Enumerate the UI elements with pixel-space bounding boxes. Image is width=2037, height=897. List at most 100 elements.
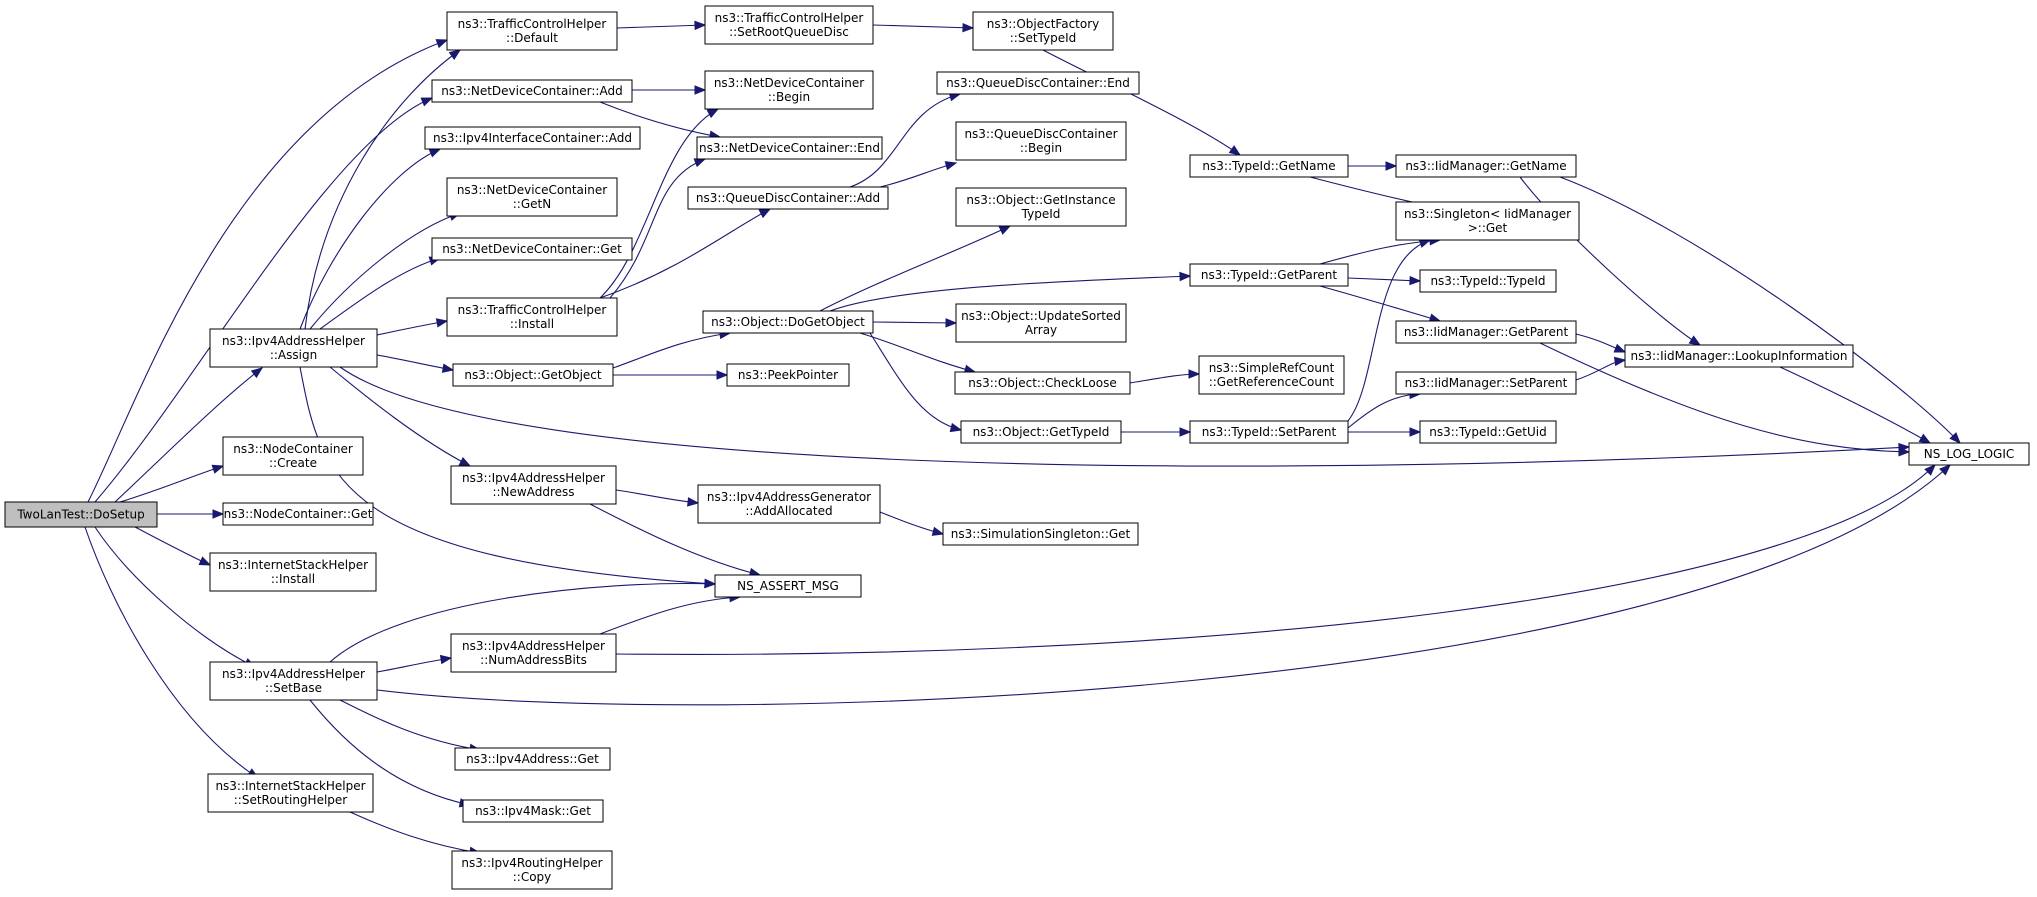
node-box[interactable] <box>1395 371 1577 395</box>
node-box[interactable] <box>1419 420 1557 444</box>
node-box[interactable] <box>1395 320 1577 344</box>
node-box[interactable] <box>1395 154 1577 178</box>
node-box[interactable] <box>222 502 374 526</box>
node-ndc_get[interactable]: ns3::NetDeviceContainer::Get <box>431 237 633 261</box>
node-box[interactable] <box>955 187 1127 227</box>
node-tch_default[interactable]: ns3::TrafficControlHelper::Default <box>446 11 618 51</box>
node-box[interactable] <box>454 747 611 771</box>
node-qdc_add[interactable]: ns3::QueueDiscContainer::Add <box>687 186 889 210</box>
node-typeid_getname[interactable]: ns3::TypeId::GetName <box>1189 154 1349 178</box>
node-ndc_getn[interactable]: ns3::NetDeviceContainer::GetN <box>446 177 618 217</box>
node-ish_setroutinghelper[interactable]: ns3::InternetStackHelper::SetRoutingHelp… <box>207 773 374 813</box>
node-qdc_begin[interactable]: ns3::QueueDiscContainer::Begin <box>955 121 1127 161</box>
node-box[interactable] <box>431 237 633 261</box>
node-box[interactable] <box>972 11 1114 51</box>
node-box[interactable] <box>726 363 850 387</box>
node-box[interactable] <box>960 420 1122 444</box>
node-ipv4address_get[interactable]: ns3::Ipv4Address::Get <box>454 747 611 771</box>
node-dosetup[interactable]: TwoLanTest::DoSetup <box>4 501 158 528</box>
node-ish_install[interactable]: ns3::InternetStackHelper::Install <box>209 552 377 592</box>
node-obj_dogetobject[interactable]: ns3::Object::DoGetObject <box>702 310 874 334</box>
node-box[interactable] <box>462 799 604 823</box>
node-box[interactable] <box>704 5 874 45</box>
node-obj_gettypeid[interactable]: ns3::Object::GetTypeId <box>960 420 1122 444</box>
node-qdc_end[interactable]: ns3::QueueDiscContainer::End <box>936 71 1140 95</box>
edge-ipv4ah_assign-to-ndc_get <box>319 256 442 330</box>
node-ndc_begin[interactable]: ns3::NetDeviceContainer::Begin <box>704 70 874 110</box>
node-ndc_add[interactable]: ns3::NetDeviceContainer::Add <box>431 79 633 103</box>
edge-obj_dogetobject-to-typeid_getparent <box>829 271 1192 312</box>
node-box[interactable] <box>955 121 1127 161</box>
node-label: ns3::Ipv4RoutingHelper <box>461 856 602 870</box>
node-box[interactable] <box>446 11 618 51</box>
node-typeid_getparent[interactable]: ns3::TypeId::GetParent <box>1189 263 1349 287</box>
node-box[interactable] <box>1908 442 2030 466</box>
node-nc_create[interactable]: ns3::NodeContainer::Create <box>222 436 364 476</box>
node-ipv4ah_newaddress[interactable]: ns3::Ipv4AddressHelper::NewAddress <box>450 465 617 505</box>
node-of_settypeid[interactable]: ns3::ObjectFactory::SetTypeId <box>972 11 1114 51</box>
node-box[interactable] <box>936 71 1140 95</box>
node-ns_assert_msg[interactable]: NS_ASSERT_MSG <box>714 574 862 598</box>
node-srefcount_getrefcount[interactable]: ns3::SimpleRefCount::GetReferenceCount <box>1198 355 1345 395</box>
node-box[interactable] <box>954 371 1131 395</box>
node-tch_install[interactable]: ns3::TrafficControlHelper::Install <box>446 297 618 337</box>
node-typeid_typeid[interactable]: ns3::TypeId::TypeId <box>1419 269 1557 293</box>
node-box[interactable] <box>1624 344 1854 368</box>
node-ipv4ic_add[interactable]: ns3::Ipv4InterfaceContainer::Add <box>424 126 641 150</box>
node-box[interactable] <box>1198 355 1345 395</box>
node-box[interactable] <box>431 79 633 103</box>
node-box[interactable] <box>207 773 374 813</box>
node-iidmgr_setparent[interactable]: ns3::IidManager::SetParent <box>1395 371 1577 395</box>
node-box[interactable] <box>4 501 158 528</box>
node-tch_setrootqueuedisc[interactable]: ns3::TrafficControlHelper::SetRootQueueD… <box>704 5 874 45</box>
node-box[interactable] <box>1419 269 1557 293</box>
node-box[interactable] <box>209 661 378 701</box>
node-box[interactable] <box>1395 201 1580 241</box>
node-ipv4rh_copy[interactable]: ns3::Ipv4RoutingHelper::Copy <box>451 850 613 890</box>
node-iidmgr_getparent[interactable]: ns3::IidManager::GetParent <box>1395 320 1577 344</box>
node-ipv4ag_addallocated[interactable]: ns3::Ipv4AddressGenerator::AddAllocated <box>697 484 881 524</box>
edge-line <box>1347 393 1421 429</box>
node-ipv4ah_assign[interactable]: ns3::Ipv4AddressHelper::Assign <box>209 328 378 368</box>
node-box[interactable] <box>209 552 377 592</box>
node-box[interactable] <box>687 186 889 210</box>
node-ns_log_logic[interactable]: NS_LOG_LOGIC <box>1908 442 2030 466</box>
node-box[interactable] <box>450 633 617 673</box>
node-obj_getobject[interactable]: ns3::Object::GetObject <box>452 363 614 387</box>
node-ipv4ah_numaddressbits[interactable]: ns3::Ipv4AddressHelper::NumAddressBits <box>450 633 617 673</box>
edge-obj_getobject-to-obj_dogetobject <box>612 329 732 369</box>
node-box[interactable] <box>704 70 874 110</box>
node-box[interactable] <box>222 436 364 476</box>
node-box[interactable] <box>1189 154 1349 178</box>
edge-arrowhead <box>441 363 455 373</box>
node-box[interactable] <box>452 363 614 387</box>
node-singleton_get[interactable]: ns3::Singleton< IidManager>::Get <box>1395 201 1580 241</box>
node-box[interactable] <box>1189 263 1349 287</box>
node-box[interactable] <box>451 850 613 890</box>
node-box[interactable] <box>424 126 641 150</box>
node-box[interactable] <box>697 484 881 524</box>
node-box[interactable] <box>955 303 1127 343</box>
node-peekpointer[interactable]: ns3::PeekPointer <box>726 363 850 387</box>
node-ipv4mask_get[interactable]: ns3::Ipv4Mask::Get <box>462 799 604 823</box>
node-box[interactable] <box>942 522 1139 546</box>
node-box[interactable] <box>446 177 618 217</box>
node-box[interactable] <box>450 465 617 505</box>
node-box[interactable] <box>1189 420 1349 444</box>
node-box[interactable] <box>702 310 874 334</box>
node-ipv4ah_setbase[interactable]: ns3::Ipv4AddressHelper::SetBase <box>209 661 378 701</box>
node-iidmgr_lookupinfo[interactable]: ns3::IidManager::LookupInformation <box>1624 344 1854 368</box>
node-simsingleton_get[interactable]: ns3::SimulationSingleton::Get <box>942 522 1139 546</box>
node-ndc_end[interactable]: ns3::NetDeviceContainer::End <box>696 136 883 160</box>
node-iidmgr_getname[interactable]: ns3::IidManager::GetName <box>1395 154 1577 178</box>
node-nc_get[interactable]: ns3::NodeContainer::Get <box>222 502 374 526</box>
node-box[interactable] <box>209 328 378 368</box>
node-box[interactable] <box>446 297 618 337</box>
node-typeid_getuid[interactable]: ns3::TypeId::GetUid <box>1419 420 1557 444</box>
node-box[interactable] <box>696 136 883 160</box>
node-typeid_setparent[interactable]: ns3::TypeId::SetParent <box>1189 420 1349 444</box>
node-obj_checkloose[interactable]: ns3::Object::CheckLoose <box>954 371 1131 395</box>
node-box[interactable] <box>714 574 862 598</box>
